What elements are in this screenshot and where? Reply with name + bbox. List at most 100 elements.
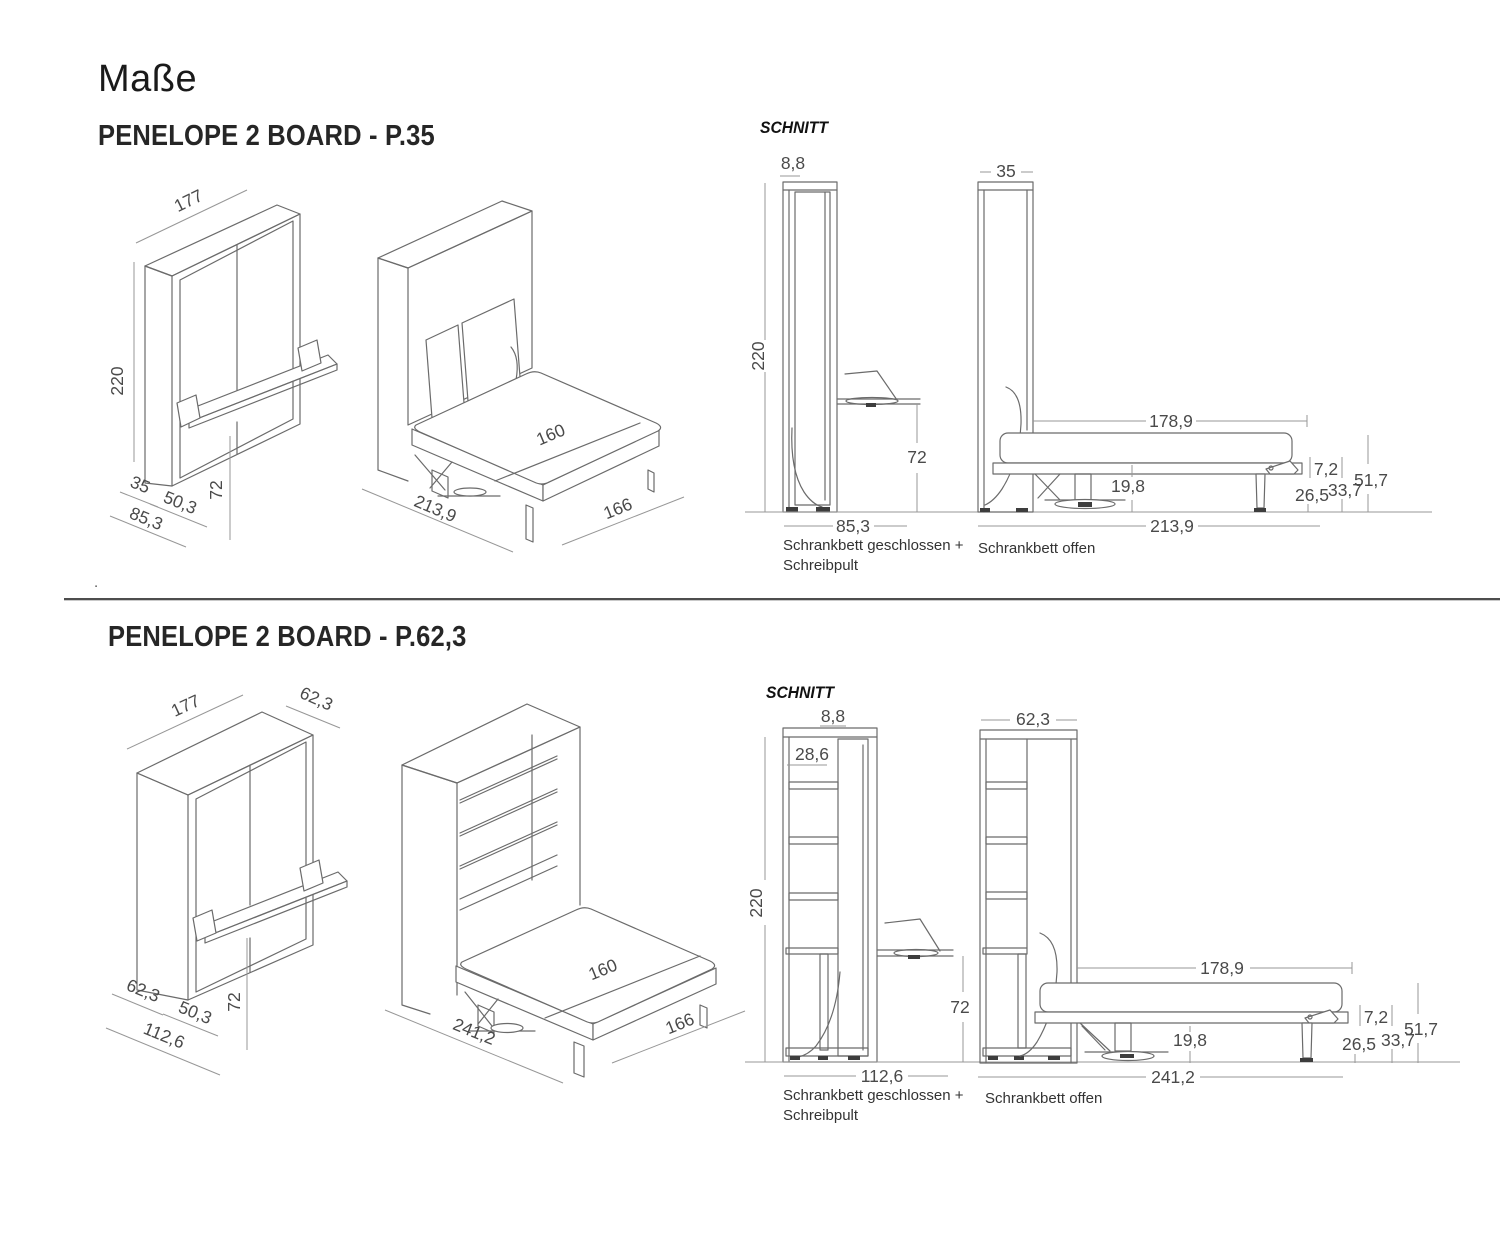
dim-cabinet-depth: 62,3 [1016,709,1050,729]
plinth [982,1047,1072,1057]
shelf-1 [788,781,839,790]
caption-closed-line1: Schrankbett geschlossen + [783,537,964,554]
front-leg [525,504,534,543]
section-1-schnitt-label: SCHNITT [760,119,828,137]
dim-platform-top-height: 33,7 [1381,1030,1415,1050]
open-bed-side-view [977,181,1303,513]
desk-band [459,854,558,911]
dim-bed-length: 178,9 [1149,411,1193,431]
dim-underbed-height: 19,8 [1111,476,1145,496]
dimensions: 177 220 72 35 50,3 85,3 [107,185,248,548]
dim-bed-length: 178,9 [1200,958,1244,978]
shelf-3 [788,892,839,901]
desk-bracket-left [192,909,217,942]
dim-desk-height: 72 [950,997,969,1017]
dimensions: 62,3 178,9 19,8 7,2 26,5 33,7 51,7 241,2 [978,709,1438,1087]
dim-width: 177 [171,185,206,216]
p35-section-closed-drawing: 8,8 220 72 85,3 Schrankbett geschlossen … [745,153,1432,574]
dim-desk-height: 72 [224,992,244,1011]
bed-leg [1255,473,1266,509]
desk-bracket-left [176,394,201,428]
dim-total-depth: 112,6 [141,1018,188,1052]
dim-cabinet-depth: 35 [996,161,1015,181]
dim-desk-height: 72 [206,480,226,499]
page-title: Maße [98,58,198,100]
bed-open-with-shelves [401,703,717,1078]
dim-height: 220 [107,366,127,395]
p623-open-iso-drawing: 160 241,2 166 [384,703,746,1084]
platform-side [992,462,1303,475]
shelf-1 [459,755,558,804]
right-leg [647,469,655,493]
caption-open: Schrankbett offen [978,540,1095,557]
fold-bracket [1304,1009,1339,1024]
bed-leg [1301,1022,1313,1059]
p35-section-open-drawing: 35 178,9 19,8 7,2 26,5 33,7 51,7 213,9 S… [977,161,1388,557]
dim-cabinet-depth: 35 [127,472,153,498]
pedestal-base [490,1022,524,1034]
platform-side [1034,1011,1349,1024]
base-cabinet-top [982,947,1028,955]
cabinet-side-view-shelves [782,727,954,1063]
section-divider [64,598,1500,601]
open-bed-side-view-shelves [979,729,1349,1064]
dim-clearance-height: 26,5 [1295,485,1329,505]
mattress-side [1039,982,1343,1013]
dimensions: 8,8 220 72 85,3 [745,153,1432,536]
dim-clearance-height: 26,5 [1342,1034,1376,1054]
dim-mattress-top-height: 51,7 [1404,1019,1438,1039]
dim-desk-depth: 50,3 [176,997,215,1028]
section-2-schnitt-label: SCHNITT [766,684,834,702]
p623-section-open-drawing: 62,3 178,9 19,8 7,2 26,5 33,7 51,7 241,2… [978,709,1438,1107]
pedestal-base [453,487,487,497]
p623-section-closed-drawing: 8,8 28,6 220 72 112,6 Schrankbett geschl… [745,706,1460,1124]
fold-bracket [1265,460,1299,475]
p623-closed-iso-drawing: 177 62,3 72 62,3 50,3 112,6 [105,682,348,1076]
cabinet-closed [136,711,348,1001]
headboard-cushion-left [425,324,465,419]
mattress [460,907,716,1024]
mattress-side [999,432,1293,464]
dim-panel-thickness: 8,8 [821,706,845,726]
mattress [414,371,662,485]
dim-base-depth: 112,6 [861,1066,904,1086]
stray-dot: . [94,574,99,591]
shelf-1 [985,781,1028,790]
section-1-heading: PENELOPE 2 BOARD - P.35 [98,120,435,152]
front-leg [573,1041,585,1078]
base-cabinet-post [819,953,829,1051]
section-2-heading: PENELOPE 2 BOARD - P.62,3 [108,621,467,653]
dim-top-depth: 62,3 [297,682,336,714]
caption-closed-line1: Schrankbett geschlossen + [783,1087,964,1104]
dim-bed-width: 166 [662,1009,697,1038]
dim-underbed-height: 19,8 [1173,1030,1207,1050]
dim-desk-height: 72 [907,447,926,467]
desk-bracket-right [299,859,324,892]
dim-frame-thickness: 7,2 [1314,459,1338,479]
shelf-3 [985,891,1028,900]
dim-mattress-top-height: 51,7 [1354,470,1388,490]
dim-desk-depth: 50,3 [161,487,200,518]
base-cabinet-top [785,947,839,955]
base-cabinet-post [1017,953,1027,1049]
dim-frame-thickness: 7,2 [1364,1007,1388,1027]
dim-height: 220 [748,341,768,370]
shelf-2 [985,836,1028,845]
dim-base-depth: 85,3 [836,516,870,536]
cabinet-side-view [782,181,921,513]
caption-closed-line2: Schreibpult [783,1107,859,1124]
shelf-3 [459,821,558,870]
dim-open-depth: 241,2 [1151,1067,1195,1087]
shelf-2 [459,788,558,837]
dim-platform-top-height: 33,7 [1328,480,1362,500]
p35-closed-iso-drawing: 177 220 72 35 50,3 85,3 [107,185,338,548]
desk-top [195,871,348,938]
desk-bracket-right [297,339,322,372]
cabinet-closed [144,204,338,487]
dim-panel-thickness: 8,8 [781,153,805,173]
dim-shelf-depth: 28,6 [795,744,829,764]
p35-open-iso-drawing: 160 213,9 166 [361,200,685,553]
plinth [785,1047,869,1057]
